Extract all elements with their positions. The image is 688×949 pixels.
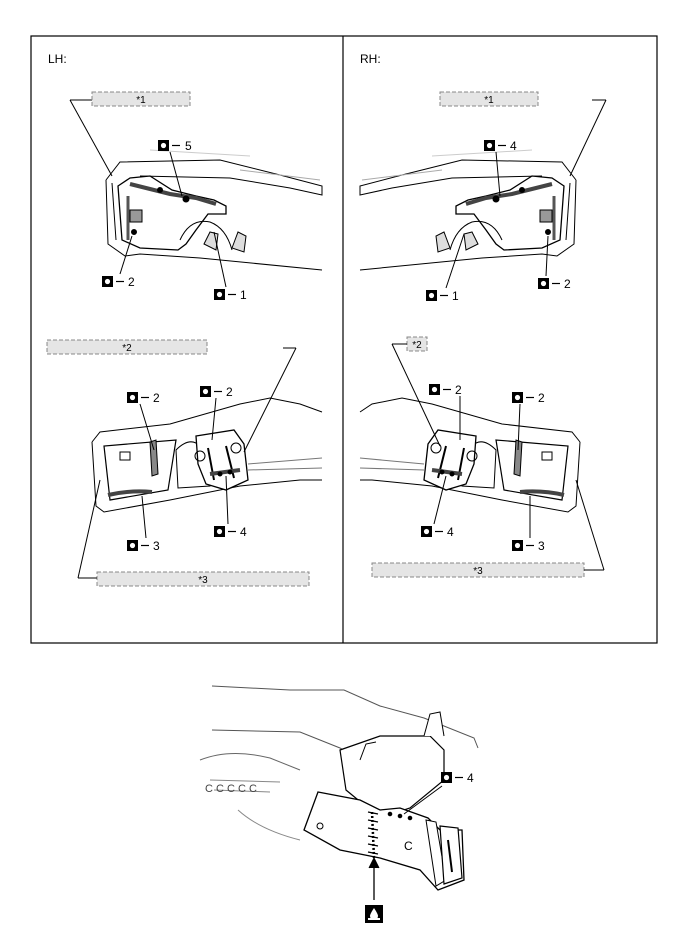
rh-bottom-point-4-icon [420,525,444,538]
lh-top-callout-1 [91,91,191,107]
lh-bottom-point-2b-icon [199,385,223,398]
rh-bottom-callout-3-text: *3 [473,566,483,577]
rh-bottom-point-2a-icon [428,383,452,396]
rh-bottom-point-4: 4 [447,525,454,539]
rh-top-callout-1 [439,91,539,107]
lh-bottom-point-3: 3 [153,539,160,553]
lh-top-point-2: 2 [128,275,135,289]
lh-bottom-illustration [91,397,323,513]
rh-top-point-2: 2 [564,277,571,291]
lh-panel-label: LH: [48,52,67,66]
lh-bottom-point-2b: 2 [226,385,233,399]
rh-top-callout-1-text: *1 [484,95,494,106]
lh-bottom-callout-2 [46,339,208,355]
rh-top-point-1: 1 [452,289,459,303]
lh-top-point-2-icon [101,275,125,288]
rh-panel-label: RH: [360,52,381,66]
lh-top-illustration [105,149,323,271]
lh-bottom-point-4: 4 [240,525,247,539]
detail-point-4-icon [440,771,464,784]
lh-top-point-1-icon [213,288,237,301]
lh-bottom-point-2a-icon [126,391,150,404]
rh-bottom-illustration [359,397,581,513]
rh-top-point-4: 4 [510,139,517,153]
lh-bottom-point-2a: 2 [153,391,160,405]
rh-top-point-4-icon [483,139,507,152]
rh-bottom-point-3: 3 [538,539,545,553]
lh-top-point-1: 1 [240,288,247,302]
sealer-application-icon [365,905,383,923]
lh-bottom-callout-3-text: *3 [198,575,208,586]
lh-top-point-5: 5 [185,139,192,153]
rh-top-point-1-icon [425,289,449,302]
lh-bottom-callout-3 [96,571,310,587]
rh-bottom-point-2a: 2 [455,383,462,397]
svg-text:C C C C C: C C C C C [205,783,257,795]
diagram-frame [30,35,658,644]
rh-bottom-callout-2-text: *2 [412,340,422,351]
lh-bottom-point-3-icon [126,539,150,552]
detail-point-4: 4 [467,771,474,785]
rh-bottom-point-2b: 2 [538,391,545,405]
lh-top-point-5-icon [157,139,181,152]
sealer-detail-illustration: C C C C C C [199,685,479,900]
rh-bottom-point-2b-icon [511,391,535,404]
lh-bottom-point-4-icon [213,525,237,538]
lh-top-callout-1-text: *1 [136,95,146,106]
rh-top-illustration [359,149,577,271]
lh-bottom-callout-2-text: *2 [122,343,132,354]
rh-bottom-point-3-icon [511,539,535,552]
svg-text:C: C [404,839,413,853]
rh-top-point-2-icon [537,277,561,290]
